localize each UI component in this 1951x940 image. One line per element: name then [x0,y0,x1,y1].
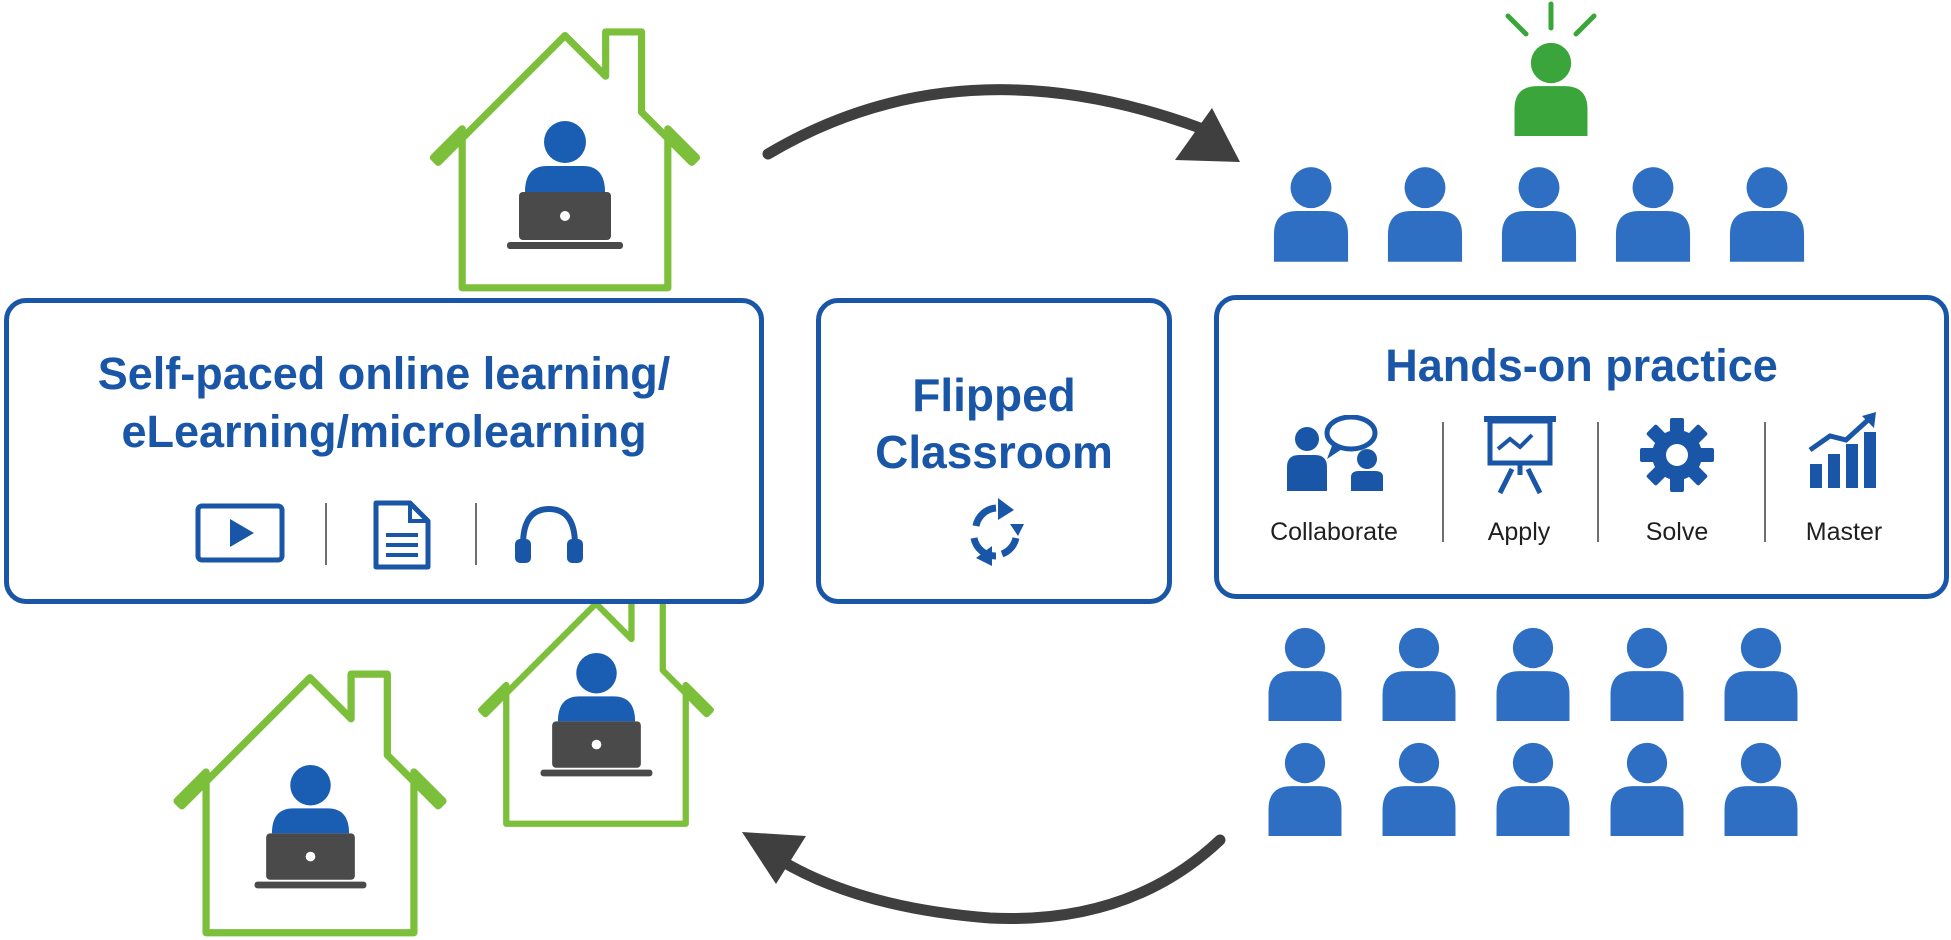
practice-divider [1442,422,1444,542]
hands-on-practice-box: Hands-on practice Collaborate Apply [1214,295,1949,599]
student-icon [1610,627,1684,721]
learner-laptop-icon [507,121,623,249]
master-label: Master [1805,518,1883,546]
student-icon [1268,627,1342,721]
home-learner-top [410,20,720,295]
practice-divider [1597,422,1599,542]
flipped-title-line2: Classroom [875,426,1113,478]
collaborate-icon [1287,415,1383,491]
instructor-icon [1505,1,1597,136]
home-learner-bottom-right [446,590,746,830]
icon-divider [325,503,327,565]
video-play-icon [195,503,285,563]
collaborate-label: Collaborate [1270,518,1398,546]
apply-label: Apply [1487,518,1551,546]
student-icon [1268,742,1342,836]
self-paced-title-line2: eLearning/microlearning [121,406,647,457]
solve-label: Solve [1645,518,1709,546]
student-icon [1501,167,1577,262]
student-icon [1387,167,1463,262]
self-paced-title-line1: Self-paced online learning/ [97,348,671,399]
learner-laptop-icon [540,652,653,777]
student-icon [1610,742,1684,836]
presentation-board-icon [1484,416,1556,495]
icon-divider [475,503,477,565]
learner-laptop-icon [254,764,367,889]
student-icon [1273,167,1349,262]
practice-divider [1764,422,1766,542]
headphones-icon [515,505,583,563]
flipped-classroom-box: Flipped Classroom [816,298,1172,604]
student-icon [1496,627,1570,721]
student-icon [1729,167,1805,262]
student-icon [1615,167,1691,262]
gear-icon [1640,418,1714,492]
student-icon [1382,742,1456,836]
student-icon [1724,627,1798,721]
growth-chart-icon [1808,412,1876,488]
student-icon [1724,742,1798,836]
cycle-arrows-icon [970,498,1024,566]
flipped-title-line1: Flipped [912,369,1076,421]
hands-on-title: Hands-on practice [1385,340,1778,391]
home-learner-bottom-left [165,662,455,940]
student-icon [1382,627,1456,721]
document-icon [373,500,431,570]
student-icon [1496,742,1570,836]
self-paced-learning-box: Self-paced online learning/ eLearning/mi… [4,298,764,604]
